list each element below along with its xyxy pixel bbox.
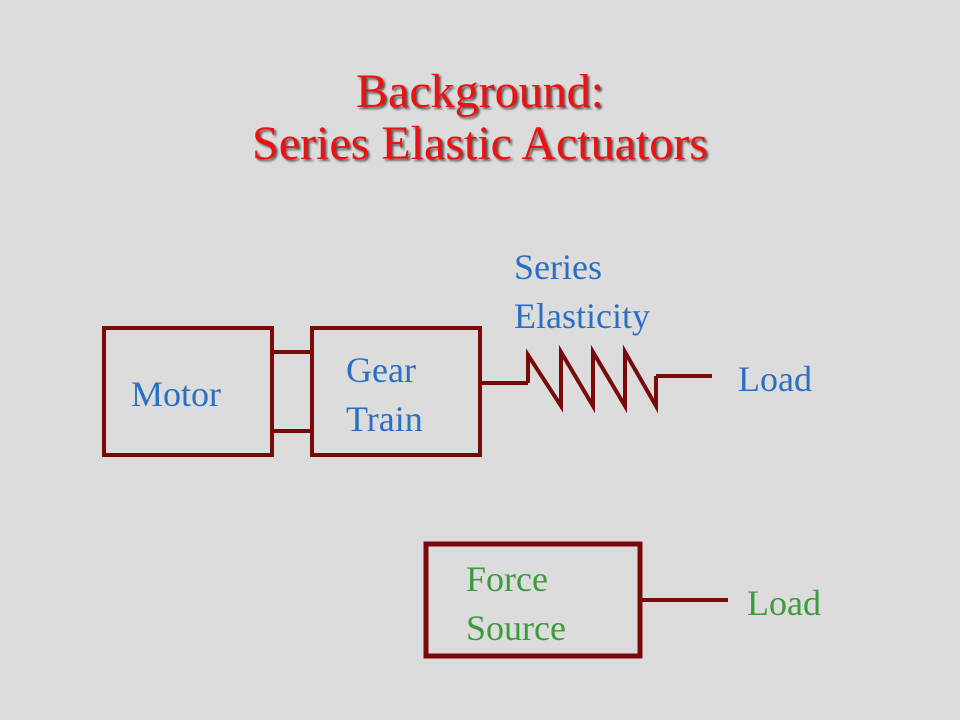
gear-train-line-2: Train bbox=[346, 398, 423, 439]
title-line-2: Series Elastic Actuators bbox=[252, 117, 708, 170]
gear-train-box bbox=[310, 326, 482, 457]
force-source-line-1: Force bbox=[466, 559, 548, 599]
series-elasticity-label: Series Elasticity bbox=[514, 243, 650, 340]
load-label-top: Load bbox=[738, 359, 812, 399]
load-label-bottom: Load bbox=[747, 583, 821, 623]
spring-zigzag bbox=[526, 344, 658, 414]
force-source-line-2: Source bbox=[466, 607, 566, 648]
gear-train-label: Gear Train bbox=[346, 346, 423, 443]
motor-box bbox=[102, 326, 274, 457]
gear-train-line-1: Gear bbox=[346, 350, 416, 390]
motor-label: Motor bbox=[131, 374, 221, 414]
title-line-1: Background: bbox=[356, 65, 604, 118]
slide-title: Background: Series Elastic Actuators bbox=[0, 68, 960, 172]
series-elasticity-line-1: Series bbox=[514, 247, 602, 287]
force-source-label: Force Source bbox=[466, 555, 566, 652]
series-elasticity-line-2: Elasticity bbox=[514, 295, 650, 336]
